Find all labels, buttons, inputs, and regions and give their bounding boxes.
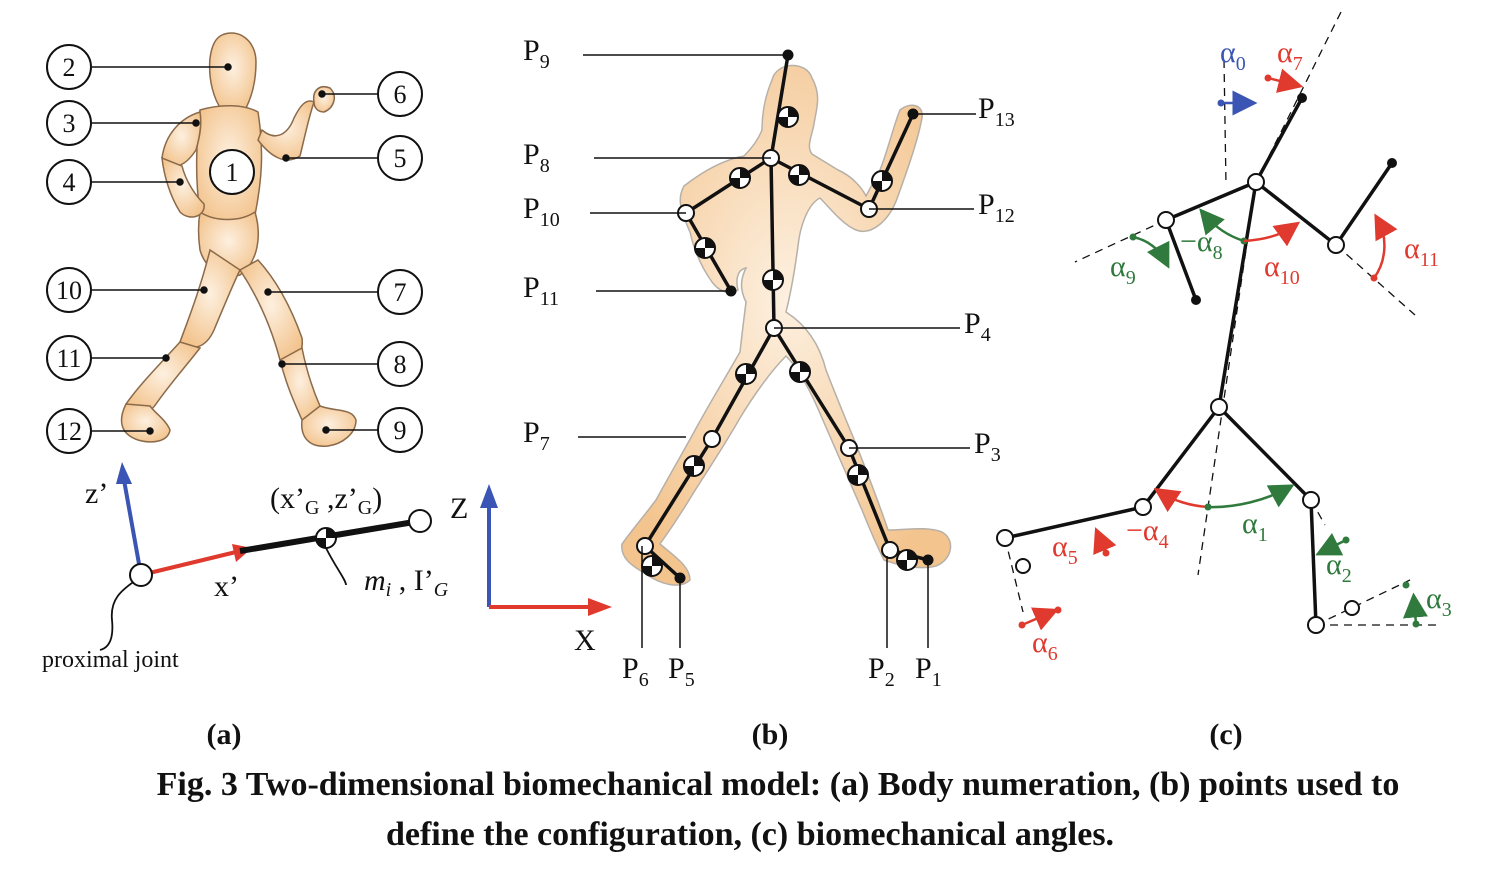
segment-2: 2 [46,44,92,90]
mass-inertia-label: mi , I’G [364,564,449,601]
label-minus-alpha4: −α4 [1126,514,1169,553]
svg-text:9: 9 [394,416,407,445]
global-x-axis-label: X [574,624,596,657]
segment-10: 10 [46,267,92,313]
segment-5: 5 [377,135,423,181]
label-alpha10: α10 [1264,250,1300,289]
panel-b-label: (b) [752,718,789,751]
segment-3: 3 [46,100,92,146]
label-alpha11: α11 [1404,232,1439,271]
svg-text:4: 4 [63,168,76,197]
segment-1: 1 [209,149,255,195]
global-frame: Z X [450,484,612,657]
label-P6: P6 [622,652,649,691]
local-z-axis-label: z’ [85,477,108,510]
label-P2: P2 [868,652,895,691]
svg-text:5: 5 [394,144,407,173]
panel-c-angle-labels: α0 α7 −α8 α9 α10 α11 −α4 α5 α1 α2 α3 α6 [1032,36,1452,665]
caption-line-1: Fig. 3 Two-dimensional biomechanical mod… [157,766,1400,803]
panel-b-body-silhouette [621,64,952,586]
figure-caption: Fig. 3 Two-dimensional biomechanical mod… [157,766,1400,853]
segment-4: 4 [46,159,92,205]
label-P1: P1 [915,652,942,691]
panel-b-configuration-points: P9 P8 P10 P11 P13 P12 P4 P7 P3 P6 P5 P2 … [523,34,1015,751]
segment-11: 11 [46,335,92,381]
local-x-axis-label: x’ [214,570,239,603]
segment-7: 7 [377,269,423,315]
label-P9: P9 [523,34,550,73]
svg-text:11: 11 [56,344,81,373]
segment-8: 8 [377,341,423,387]
svg-text:2: 2 [63,53,76,82]
segment-callouts [92,63,378,435]
label-minus-alpha8: −α8 [1180,225,1223,264]
panel-c-endpoints [1191,93,1397,305]
label-alpha6: α6 [1032,626,1058,665]
svg-text:12: 12 [56,417,82,446]
label-P4: P4 [964,307,991,346]
panel-a-body-numeration: 2 3 4 1 5 6 10 7 11 8 12 9 z’ x’ [42,32,612,751]
local-segment-frame: z’ x’ (x’G ,z’G) mi , I’G proximal joint [42,462,449,673]
caption-line-2: define the configuration, (c) biomechani… [386,816,1114,853]
panel-c-joints [996,173,1360,634]
label-P7: P7 [523,416,550,455]
panel-c-label: (c) [1209,718,1242,751]
segment-12: 12 [46,408,92,454]
svg-text:6: 6 [394,80,407,109]
panel-b-point-labels: P9 P8 P10 P11 P13 P12 P4 P7 P3 P6 P5 P2 … [523,34,1015,691]
label-P5: P5 [668,652,695,691]
segment-6: 6 [377,71,423,117]
segment-number-circles: 2 3 4 1 5 6 10 7 11 8 12 9 [46,44,423,454]
label-alpha9: α9 [1110,250,1136,289]
label-P13: P13 [978,92,1015,131]
proximal-joint-label: proximal joint [42,647,179,673]
svg-text:7: 7 [394,278,407,307]
svg-text:10: 10 [56,276,82,305]
label-P8: P8 [523,138,550,177]
label-alpha0: α0 [1220,36,1246,75]
panel-a-body-silhouette [120,32,357,447]
panel-b-leaders [578,54,976,648]
svg-text:8: 8 [394,350,407,379]
panel-c-biomechanical-angles: α0 α7 −α8 α9 α10 α11 −α4 α5 α1 α2 α3 α6 … [996,9,1452,751]
label-P10: P10 [523,192,560,231]
label-P12: P12 [978,188,1015,227]
svg-text:3: 3 [63,109,76,138]
label-alpha2: α2 [1326,548,1352,587]
panel-b-joints [636,149,899,559]
cog-coordinates-label: (x’G ,z’G) [270,482,382,519]
label-P3: P3 [974,427,1001,466]
label-alpha1: α1 [1242,507,1268,546]
svg-text:1: 1 [226,158,239,187]
label-P11: P11 [523,271,559,310]
panel-a-label: (a) [207,718,242,751]
panel-c-angle-arrows [1018,68,1428,631]
label-alpha5: α5 [1052,530,1078,569]
segment-9: 9 [377,407,423,453]
label-alpha7: α7 [1277,36,1303,75]
global-z-axis-label: Z [450,492,468,525]
label-alpha3: α3 [1426,582,1452,621]
